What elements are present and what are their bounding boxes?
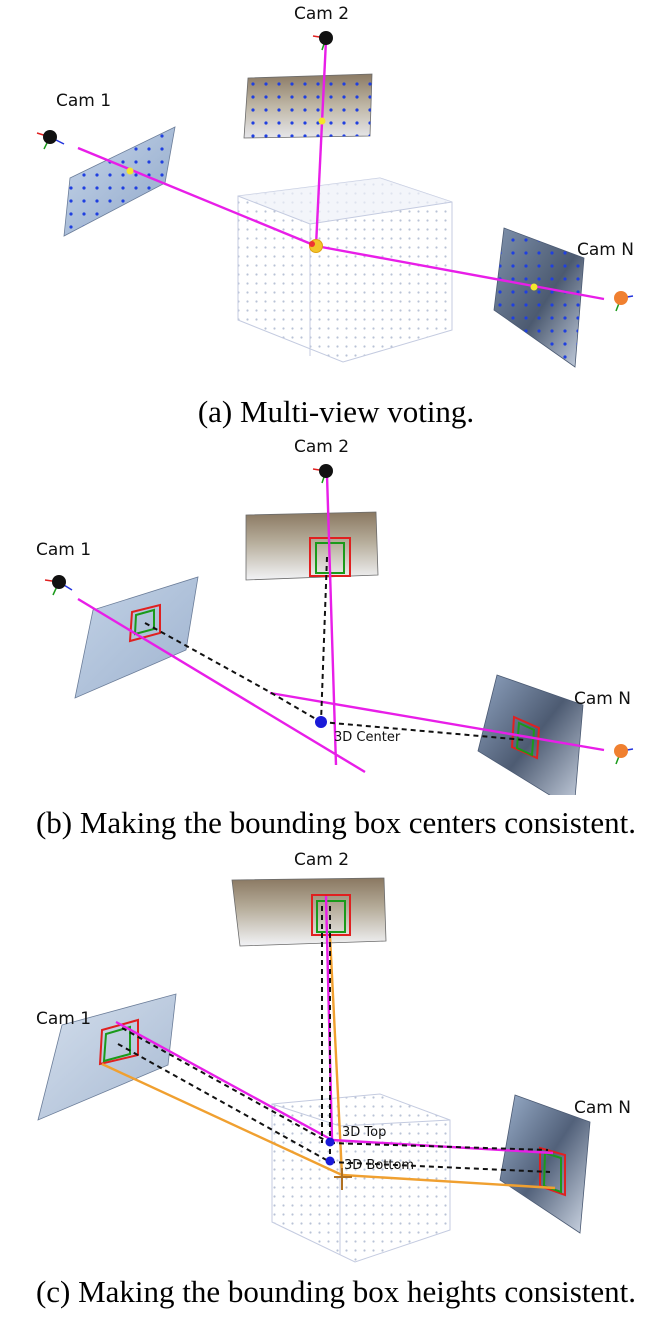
cam2-label: Cam 2 (294, 437, 350, 457)
camN-image-plane (493, 227, 585, 368)
cam1-marker (36, 130, 65, 150)
height-projections (117, 906, 551, 1173)
voxel-grid (237, 177, 453, 363)
camN-marker (614, 291, 634, 312)
voted-3d-point (126, 117, 538, 291)
center-rays (77, 474, 605, 774)
cam1-label: Cam 1 (36, 1009, 92, 1029)
3d-center-point (315, 716, 327, 728)
panel-a-diagram (36, 31, 634, 368)
voxel-grid (271, 1093, 451, 1263)
cam1-label: Cam 1 (36, 540, 92, 560)
panel-box-centers: Cam 1 Cam 2 Cam N 3D Center (b) Making t… (0, 435, 672, 850)
camN-image-plane (477, 674, 584, 795)
caption-c: (c) Making the bounding box heights cons… (35, 1274, 637, 1309)
voting-rays (77, 39, 605, 301)
center-projections (144, 556, 526, 741)
camN-label: Cam N (574, 689, 631, 709)
cam2-label: Cam 2 (294, 4, 350, 24)
cam1-marker (44, 575, 73, 596)
cam2-image-plane (245, 511, 379, 581)
camN-image-plane (499, 1094, 591, 1234)
3d-center-label: 3D Center (334, 730, 401, 745)
cam1-image-plane (37, 993, 177, 1121)
3d-top-point (325, 1137, 335, 1147)
panel-b-diagram (44, 464, 634, 795)
3d-bottom-point (325, 1156, 352, 1190)
3d-top-label: 3D Top (342, 1125, 387, 1140)
3d-bottom-label: 3D Bottom (344, 1158, 415, 1173)
panel-box-heights: Cam 1 Cam 2 Cam N 3D Top 3D Bottom (c) M… (0, 850, 672, 1319)
cam1-image-plane (74, 576, 199, 699)
panel-multi-view-voting: Cam 1 Cam 2 Cam N (a) Multi-view voting. (0, 0, 672, 435)
camN-label: Cam N (574, 1098, 631, 1118)
bottom-rays (101, 935, 556, 1190)
cam2-label: Cam 2 (294, 850, 350, 870)
cam2-marker (312, 31, 333, 51)
caption-b: (b) Making the bounding box centers cons… (35, 805, 637, 840)
camN-label: Cam N (577, 240, 634, 260)
camN-marker (614, 744, 634, 765)
cam2-marker (312, 464, 333, 484)
cam2-image-plane (243, 73, 373, 139)
caption-a: (a) Multi-view voting. (197, 394, 475, 429)
cam1-label: Cam 1 (56, 91, 112, 111)
cam2-image-plane (231, 877, 387, 947)
panel-c-diagram (37, 877, 591, 1263)
